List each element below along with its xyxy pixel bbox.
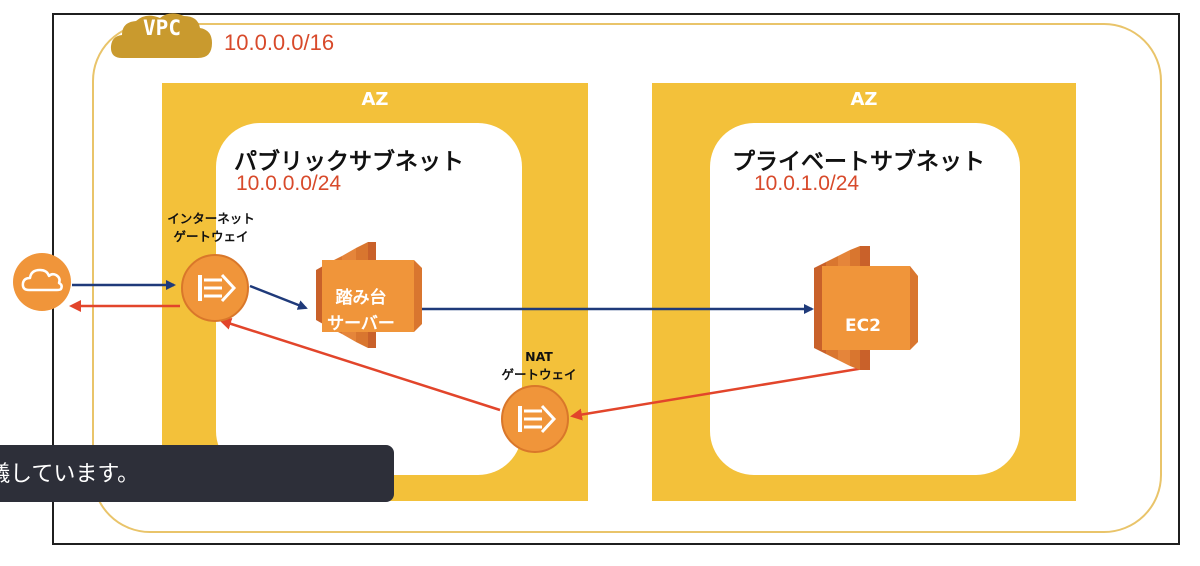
vpc-boundary [92, 23, 1162, 533]
arrow-igw-to-bastion [249, 284, 308, 310]
nat-gateway-icon [501, 385, 569, 453]
public-subnet-cidr: 10.0.0.0/24 [236, 172, 342, 195]
nat-gateway-label-line1: NAT [525, 349, 553, 364]
az-label: AZ [850, 89, 878, 110]
ec2-label: EC2 [845, 316, 881, 336]
vpc-cidr: 10.0.0.0/16 [224, 30, 335, 55]
private-subnet-title: プライベートサブネット [732, 149, 985, 175]
nat-gateway-label-line2: ゲートウェイ [501, 367, 577, 382]
vpc-cloud-icon [110, 13, 212, 58]
internet-gateway-label-line1: インターネット [167, 211, 255, 226]
private-subnet-cidr: 10.0.1.0/24 [754, 172, 860, 195]
vpc-label: VPC [143, 16, 181, 40]
ec2-server-icon [814, 246, 918, 370]
caption-text: 儀しています。 [0, 462, 140, 487]
internet-gateway-label: インターネット ゲートウェイ [156, 210, 266, 246]
internet-cloud-icon [13, 253, 71, 311]
nat-gateway-label: NAT ゲートウェイ [484, 348, 594, 384]
internet-gateway-label-line2: ゲートウェイ [173, 229, 249, 244]
bastion-server-label-line1: 踏み台 [335, 288, 387, 308]
az-label: AZ [361, 89, 389, 110]
bastion-server-icon [316, 242, 422, 348]
internet-gateway-icon [181, 254, 249, 322]
public-subnet-title: パブリックサブネット [234, 149, 464, 175]
arrow-ec2-to-nat [570, 366, 865, 421]
arrow-nat-to-igw [219, 318, 501, 412]
bastion-server-label: 踏み台 サーバー [316, 285, 406, 337]
caption-overlay: 儀しています。 [0, 445, 394, 502]
bastion-server-label-line2: サーバー [327, 314, 395, 334]
